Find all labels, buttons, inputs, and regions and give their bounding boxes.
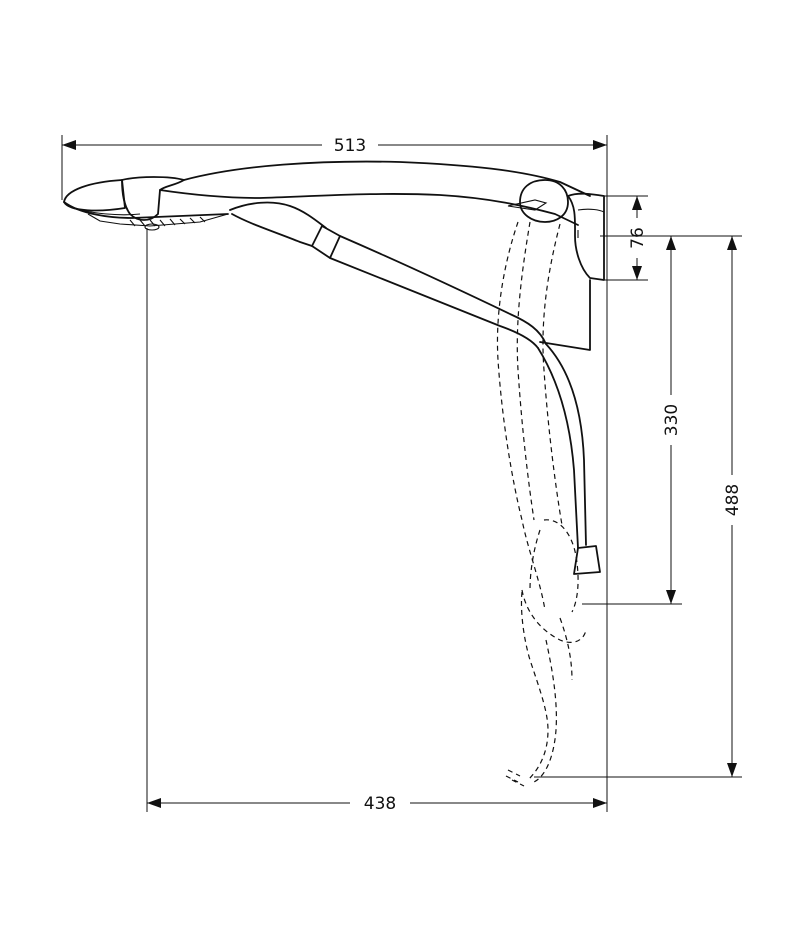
hand-grip: [229, 201, 327, 229]
extension-lines: [61, 135, 742, 812]
hose: [339, 235, 547, 345]
wall-rosette: [567, 192, 605, 281]
shower-arm-assembly: [63, 160, 605, 575]
wall-holder-knob: [519, 179, 569, 223]
dim-projection: 438: [147, 794, 607, 814]
dim-label-overall-length: 513: [334, 136, 366, 156]
dim-label-arm-drop: 330: [662, 404, 682, 436]
shower-head-rim: [63, 201, 229, 219]
dim-mount-height: 76: [628, 196, 648, 280]
dim-total-drop: 488: [723, 236, 743, 777]
dim-arm-drop: 330: [662, 236, 682, 604]
dim-label-projection: 438: [364, 794, 396, 814]
lower-ferrule: [573, 545, 601, 575]
dim-label-total-drop: 488: [723, 484, 743, 516]
hose-ferrule: [311, 225, 341, 259]
arm-bottom-edge: [159, 189, 579, 226]
swivel-joint: [121, 176, 185, 221]
dim-overall-length: 513: [62, 136, 607, 156]
alternate-position-dashed: [496, 221, 587, 787]
nozzle-face: [87, 213, 229, 227]
dim-label-mount-height: 76: [628, 227, 648, 249]
arm-top-edge: [183, 160, 591, 197]
wall-bracket: [539, 279, 591, 351]
shower-head: [63, 179, 126, 212]
